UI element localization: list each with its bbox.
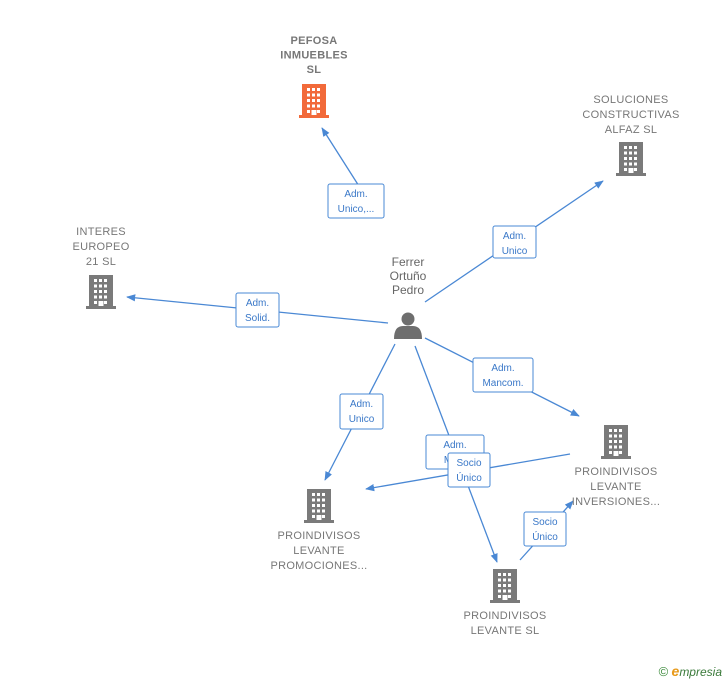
edge-label-text: Adm. [503,231,526,242]
building-icon [616,142,646,176]
company-name-line: PROINDIVISOS [463,610,546,622]
company-name-line: INMUEBLES [280,50,347,62]
edge-label-text: Unico [349,414,375,425]
person-name-line: Ferrer [392,255,425,269]
company-name-line: LEVANTE [590,481,641,493]
edge-label-box [235,292,280,328]
company-name-line: PROINDIVISOS [574,466,657,478]
company-name-line: PROINDIVISOS [277,530,360,542]
edge-label-center-promociones[interactable]: Adm. Unico [339,393,384,430]
person-icon [394,312,422,339]
company-name-line: INVERSIONES... [572,496,661,508]
building-icon [304,489,334,523]
edge-label-text: Único [532,530,558,543]
edge-label-center-inversiones[interactable]: Adm. Mancom. [472,357,534,393]
company-node-interes[interactable]: INTERES EUROPEO 21 SL [72,226,129,309]
edge-label-text: Unico [502,246,528,257]
edge-label-text: Mancom. [482,378,523,389]
company-name-line: LEVANTE [293,545,344,557]
edge-label-text: Único [456,471,482,484]
edge-label-text: Adm. [491,363,514,374]
edge-label-text: Adm. [443,440,466,451]
person-name-line: Pedro [392,283,424,297]
building-icon [601,425,631,459]
edge-label-center-interes[interactable]: Adm. Solid. [235,292,280,328]
company-name-line: LEVANTE SL [471,625,540,637]
company-name-line: 21 SL [86,256,116,268]
company-node-promociones[interactable]: PROINDIVISOS LEVANTE PROMOCIONES... [270,489,367,572]
edge-label-text: Socio [532,517,557,528]
brand-logo: © empresia [658,663,722,679]
edge-label-text: Adm. [344,189,367,200]
edge-label-text: Adm. [246,298,269,309]
company-name-line: SOLUCIONES [593,94,668,106]
edge-label-text: Unico,... [338,204,375,215]
company-name-line: SL [307,64,322,76]
edge-label-text: Solid. [245,313,270,324]
edge-label-box [492,225,537,259]
edge-label-box [447,452,491,488]
edge-label-box [339,393,384,430]
edge-label-box [327,183,385,219]
building-icon [490,569,520,603]
company-node-soluciones[interactable]: SOLUCIONES CONSTRUCTIVAS ALFAZ SL [582,94,679,176]
edge-label-box [472,357,534,393]
edge-label-box [523,511,567,547]
company-node-pefosa[interactable]: PEFOSA INMUEBLES SL [280,35,347,118]
company-node-levante[interactable]: PROINDIVISOS LEVANTE SL [463,569,546,637]
edge-label-center-pefosa[interactable]: Adm. Unico,... [327,183,385,219]
building-icon [86,275,116,309]
company-name-line: INTERES [76,226,126,238]
building-icon [299,84,329,118]
company-name-line: EUROPEO [72,241,129,253]
company-name-line: PEFOSA [290,35,337,47]
company-name-line: CONSTRUCTIVAS [582,109,679,121]
edge-label-text: Socio [456,458,481,469]
edge-label-center-soluciones[interactable]: Adm. Unico [492,225,537,259]
edge-label-text: Adm. [350,399,373,410]
company-name-line: ALFAZ SL [605,124,658,136]
copyright-icon: © [658,664,669,679]
company-name-line: PROMOCIONES... [270,560,367,572]
person-name-line: Ortuño [390,269,427,283]
company-node-inversiones[interactable]: PROINDIVISOS LEVANTE INVERSIONES... [572,425,661,508]
